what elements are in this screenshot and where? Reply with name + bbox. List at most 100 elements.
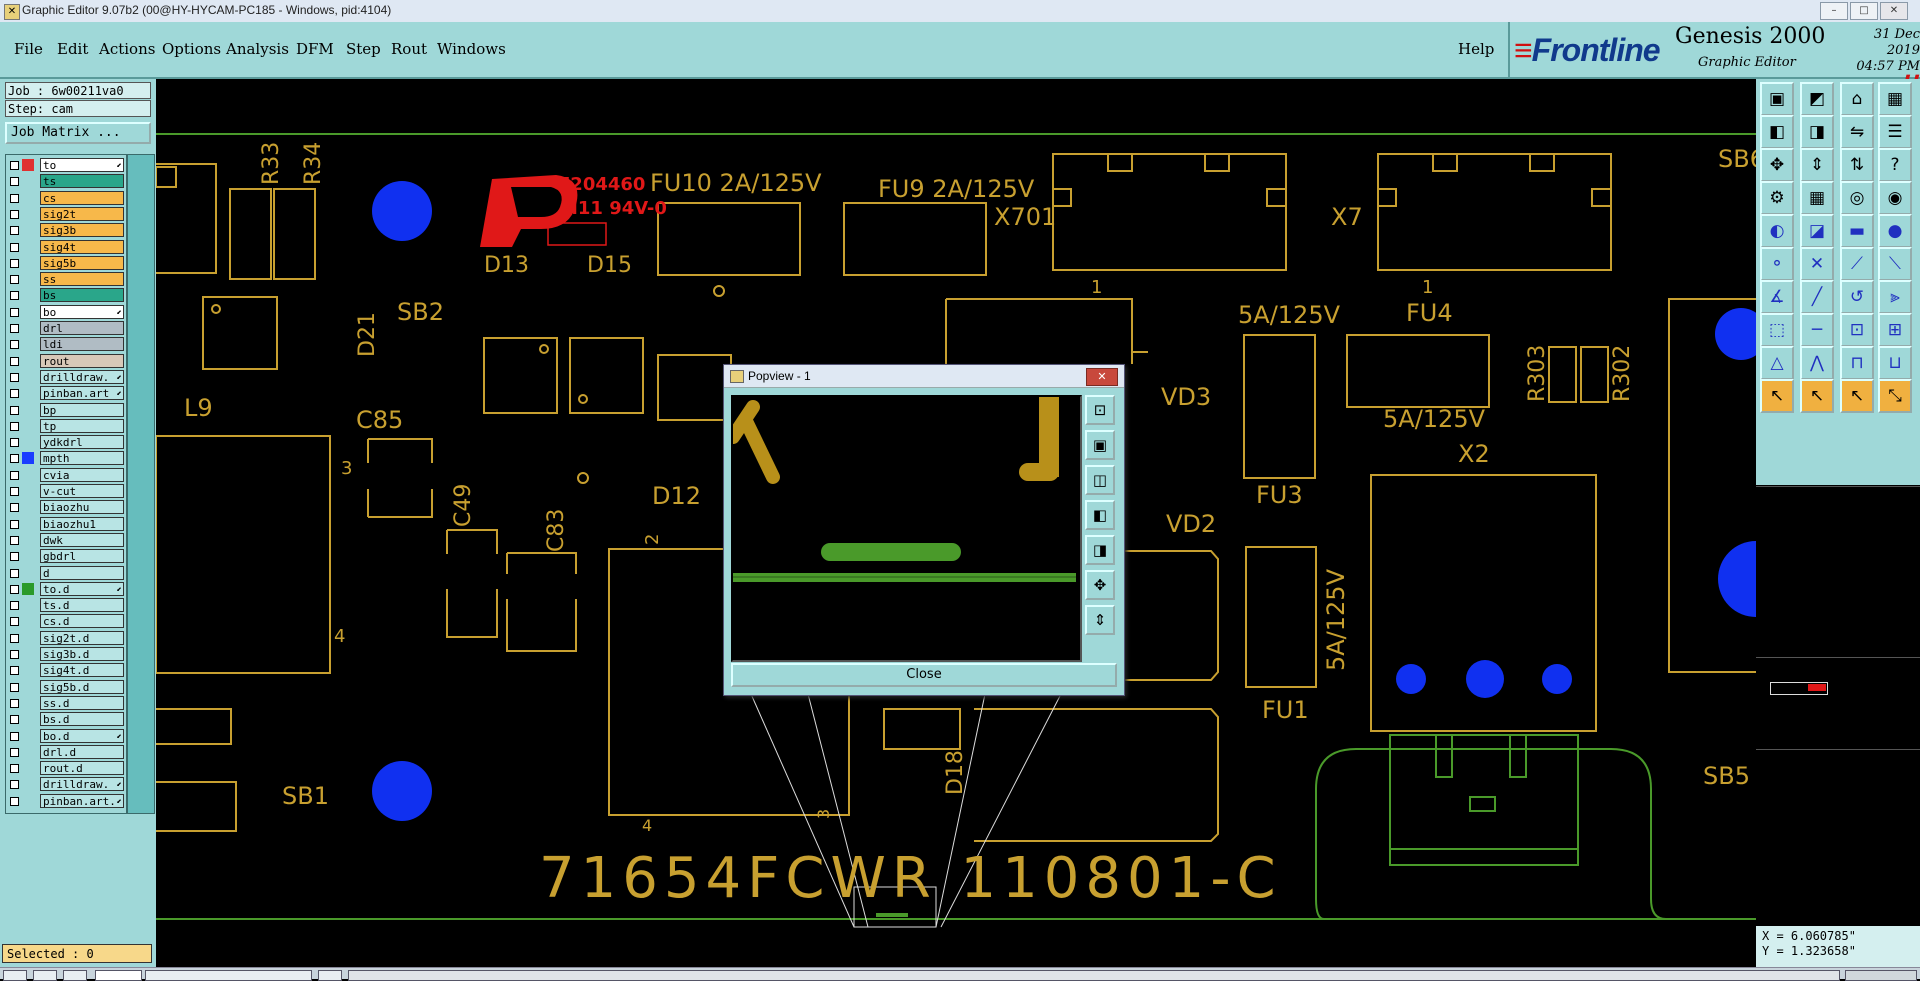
layer-row-ts[interactable]: ts [6, 174, 126, 189]
tool-button[interactable]: ↺ [1840, 280, 1874, 314]
menu-dfm[interactable]: DFM [296, 40, 334, 58]
tool-button[interactable]: ╱ [1800, 280, 1834, 314]
layer-row-pinban-art-[interactable]: pinban.art.⬋ [6, 793, 126, 808]
layer-row-ts-d[interactable]: ts.d [6, 598, 126, 613]
layer-checkbox[interactable] [10, 372, 19, 382]
layer-checkbox[interactable] [10, 601, 19, 611]
layer-row-rout[interactable]: rout [6, 353, 126, 368]
layer-checkbox[interactable] [10, 487, 19, 496]
layer-checkbox[interactable] [10, 698, 19, 708]
job-matrix-button[interactable]: Job Matrix ... [5, 122, 151, 144]
status-field[interactable] [95, 970, 142, 981]
layer-color-swatch[interactable] [22, 452, 34, 465]
layer-row-bo[interactable]: bo⬋ [6, 304, 126, 319]
layer-name[interactable]: sig3b [40, 223, 124, 238]
layer-name[interactable]: cs [40, 190, 124, 205]
layer-row-biaozhu1[interactable]: biaozhu1 [6, 516, 126, 531]
tool-button[interactable]: ⊞ [1878, 313, 1912, 347]
layer-name[interactable]: to.d⬋ [40, 581, 124, 596]
layer-row-rout-d[interactable]: rout.d [6, 761, 126, 776]
layer-checkbox[interactable] [10, 633, 19, 643]
layer-name[interactable]: sig3b.d [40, 647, 124, 661]
tool-button[interactable]: ⟍ [1878, 247, 1912, 281]
layer-name[interactable]: bs [40, 288, 124, 303]
layer-checkbox[interactable] [10, 617, 19, 627]
layer-row-mpth[interactable]: mpth [6, 451, 126, 466]
tool-button[interactable]: ✕ [1800, 247, 1834, 281]
status-field[interactable] [145, 970, 312, 981]
status-box[interactable] [318, 970, 342, 981]
tool-button[interactable]: ⚙ [1760, 181, 1794, 215]
layer-checkbox[interactable] [10, 356, 19, 366]
layer-checkbox[interactable] [10, 584, 19, 594]
tool-button[interactable]: ? [1878, 148, 1912, 182]
layer-name[interactable]: cvia [40, 467, 124, 482]
popview-tool-button[interactable]: ◫ [1085, 465, 1115, 495]
layer-name[interactable]: pinban.art.⬋ [40, 793, 124, 808]
layer-row-to-d[interactable]: to.d⬋ [6, 581, 126, 596]
status-box[interactable] [33, 970, 57, 981]
layer-name[interactable]: bo⬋ [40, 304, 124, 319]
layer-row-ss[interactable]: ss [6, 272, 126, 287]
layer-name[interactable]: mpth [40, 451, 124, 466]
status-box[interactable] [1845, 970, 1917, 981]
tool-button[interactable]: ↖ [1760, 379, 1794, 413]
layer-checkbox[interactable] [10, 764, 19, 774]
layer-checkbox[interactable] [10, 780, 19, 790]
tool-button[interactable]: ⊓ [1840, 346, 1874, 380]
layer-name[interactable]: drilldraw.⬋ [40, 777, 124, 792]
layer-row-biaozhu[interactable]: biaozhu [6, 500, 126, 515]
layer-checkbox[interactable] [10, 519, 19, 529]
layer-name[interactable]: bp [40, 402, 124, 417]
layer-checkbox[interactable] [10, 666, 19, 676]
tool-button[interactable]: ⌂ [1840, 82, 1874, 116]
tool-button[interactable]: ◧ [1760, 115, 1794, 149]
tool-button[interactable]: ⇅ [1840, 148, 1874, 182]
tool-button[interactable]: ⇋ [1840, 115, 1874, 149]
popview-title-bar[interactable]: Popview - 1 ✕ [724, 365, 1124, 388]
layer-name[interactable]: bs.d [40, 712, 124, 727]
layer-row-pinban-art[interactable]: pinban.art⬋ [6, 386, 126, 401]
tool-button[interactable]: ◉ [1878, 181, 1912, 215]
tool-button[interactable]: ◨ [1800, 115, 1834, 149]
menu-analysis[interactable]: Analysis [226, 40, 289, 58]
layer-checkbox[interactable] [10, 454, 19, 464]
layer-name[interactable]: rout [40, 353, 124, 368]
layer-name[interactable]: drl.d [40, 744, 124, 759]
layer-name[interactable]: ydkdrl [40, 435, 124, 450]
layer-checkbox[interactable] [10, 324, 19, 333]
tool-button[interactable]: ⚬ [1760, 247, 1794, 281]
layer-name[interactable]: pinban.art⬋ [40, 386, 124, 401]
layer-checkbox[interactable] [10, 650, 19, 659]
layer-row-cvia[interactable]: cvia [6, 467, 126, 482]
popview-tool-button[interactable]: ▣ [1085, 430, 1115, 460]
status-box[interactable] [63, 970, 87, 981]
layer-name[interactable]: v-cut [40, 484, 124, 498]
layer-name[interactable]: sig5b [40, 255, 124, 270]
tool-button[interactable]: ⊡ [1840, 313, 1874, 347]
layer-checkbox[interactable] [10, 405, 19, 415]
layer-row-d[interactable]: d [6, 565, 126, 580]
layer-name[interactable]: cs.d [40, 614, 124, 629]
layer-checkbox[interactable] [10, 389, 19, 399]
tool-button[interactable]: ▦ [1800, 181, 1834, 215]
layer-row-ss-d[interactable]: ss.d [6, 695, 126, 710]
tool-button[interactable]: ☰ [1878, 115, 1912, 149]
layer-name[interactable]: rout.d [40, 761, 124, 776]
layer-row-drilldraw-[interactable]: drilldraw.⬋ [6, 777, 126, 792]
layer-color-swatch[interactable] [22, 582, 34, 595]
layer-checkbox[interactable] [10, 470, 19, 480]
layer-name[interactable]: ts.d [40, 598, 124, 613]
layer-name[interactable]: sig2t [40, 206, 124, 221]
layer-checkbox[interactable] [10, 747, 19, 757]
layer-checkbox[interactable] [10, 258, 19, 268]
layer-name[interactable]: sig2t.d [40, 630, 124, 645]
layer-row-gbdrl[interactable]: gbdrl [6, 549, 126, 564]
menu-file[interactable]: File [14, 40, 43, 58]
popview-close-x-button[interactable]: ✕ [1086, 368, 1118, 386]
popview-tool-button[interactable]: ✥ [1085, 570, 1115, 600]
layer-row-drilldraw-[interactable]: drilldraw.⬋ [6, 369, 126, 384]
layer-row-sig3b[interactable]: sig3b [6, 223, 126, 238]
layer-name[interactable]: biaozhu [40, 500, 124, 515]
menu-help[interactable]: Help [1458, 40, 1495, 58]
